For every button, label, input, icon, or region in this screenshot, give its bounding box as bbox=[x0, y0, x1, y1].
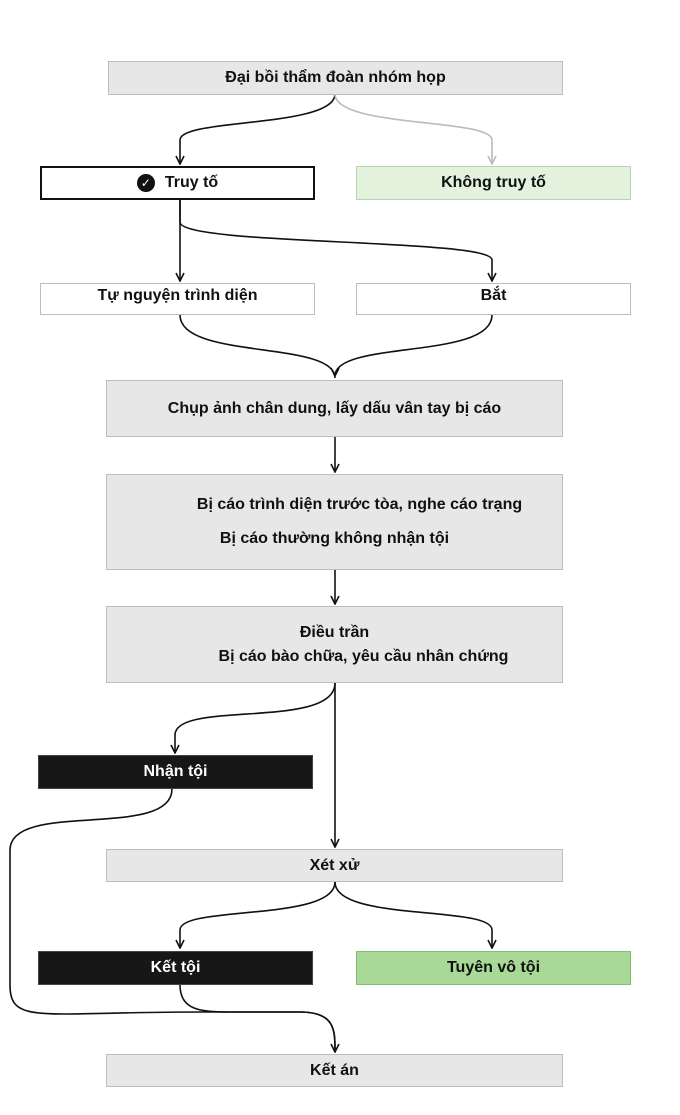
hearing-line-2: Bị cáo bào chữa, yêu cầu nhân chứng bbox=[218, 647, 509, 665]
acquitted-label: Tuyên vô tội bbox=[446, 959, 541, 976]
trial-box: Xét xử bbox=[106, 849, 563, 882]
indict-box: ✓ Truy tố bbox=[40, 166, 315, 200]
booking-label: Chụp ảnh chân dung, lấy dấu vân tay bị c… bbox=[167, 399, 502, 417]
grand-jury-box: Đại bồi thẩm đoàn nhóm họp bbox=[108, 61, 563, 95]
booking-box: Chụp ảnh chân dung, lấy dấu vân tay bị c… bbox=[106, 380, 563, 437]
connector-to-arrest bbox=[179, 200, 492, 281]
connector-to-convicted bbox=[180, 881, 336, 948]
connector-to-plead-guilty bbox=[175, 682, 336, 753]
hearing-box: Điều trần Bị cáo bào chữa, yêu cầu nhân … bbox=[106, 606, 563, 683]
convicted-label: Kết tội bbox=[150, 959, 201, 976]
no-indict-box: Không truy tố bbox=[356, 166, 631, 200]
connector-to-acquitted bbox=[334, 881, 492, 948]
indict-content: ✓ Truy tố bbox=[136, 174, 219, 192]
connector-voluntary-merge bbox=[179, 314, 336, 379]
arraignment-box: Bị cáo trình diện trước tòa, nghe cáo tr… bbox=[106, 474, 563, 570]
sentencing-label: Kết án bbox=[310, 1061, 359, 1079]
hearing-line-1: Điều trần bbox=[299, 623, 370, 641]
arraignment-line-1: Bị cáo trình diện trước tòa, nghe cáo tr… bbox=[196, 496, 523, 513]
acquitted-box: Tuyên vô tội bbox=[356, 951, 631, 985]
connector-convicted-to-sentencing bbox=[179, 984, 335, 1052]
connector-arrest-merge bbox=[335, 314, 493, 376]
arrest-box: Bắt bbox=[356, 283, 631, 315]
indict-label: Truy tố bbox=[164, 174, 219, 191]
connector-to-no-indict bbox=[334, 93, 492, 164]
connector-plead-guilty-to-sentencing bbox=[9, 788, 336, 1051]
plead-guilty-box: Nhận tội bbox=[38, 755, 313, 789]
voluntary-appearance-box: Tự nguyện trình diện bbox=[40, 283, 315, 315]
convicted-box: Kết tội bbox=[38, 951, 313, 985]
trial-label: Xét xử bbox=[309, 856, 360, 874]
grand-jury-label: Đại bồi thẩm đoàn nhóm họp bbox=[225, 69, 446, 86]
voluntary-appearance-label: Tự nguyện trình diện bbox=[97, 287, 258, 304]
no-indict-label: Không truy tố bbox=[441, 174, 546, 191]
check-circle-icon: ✓ bbox=[136, 174, 155, 192]
arrest-label: Bắt bbox=[480, 287, 507, 304]
sentencing-box: Kết án bbox=[106, 1054, 563, 1087]
plead-guilty-label: Nhận tội bbox=[143, 763, 208, 780]
arraignment-line-2: Bị cáo thường không nhận tội bbox=[219, 530, 450, 547]
connector-to-indict bbox=[180, 93, 336, 164]
